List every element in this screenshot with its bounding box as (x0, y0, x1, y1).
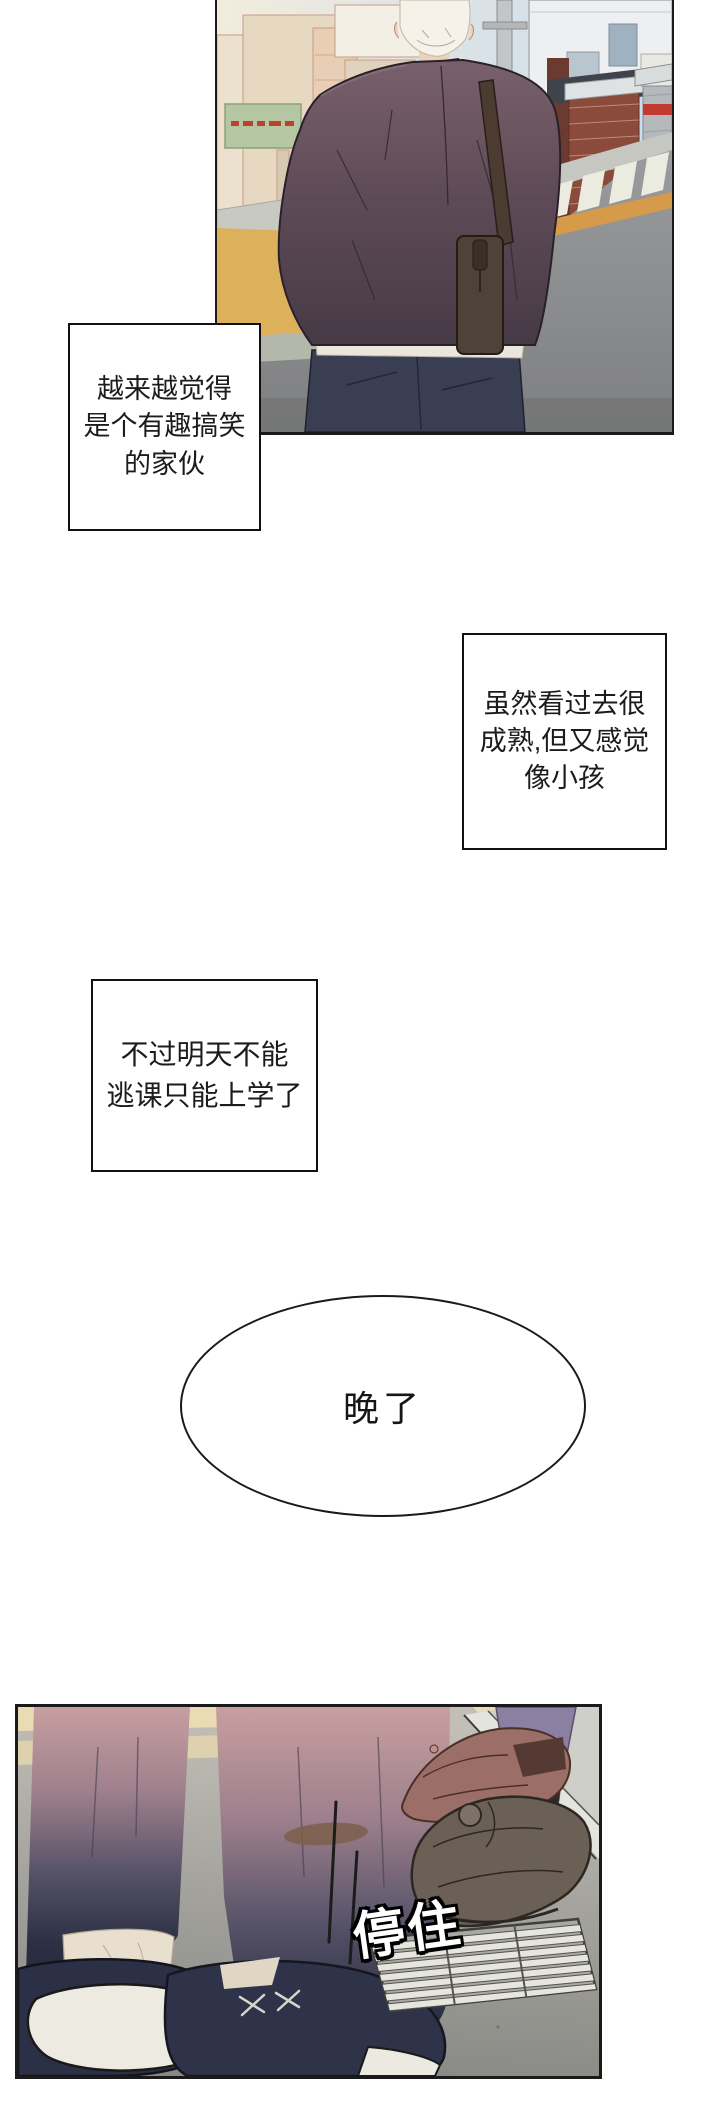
ear-left (394, 21, 400, 39)
right-ankle (220, 1957, 280, 1989)
thought-box-2: 虽然看过去很 成熟,但又感觉 像小孩 (462, 633, 667, 850)
shoelaces (238, 1989, 301, 2017)
speed-lines (327, 1800, 359, 1965)
man-walking-away (277, 0, 562, 432)
green-signboard (224, 103, 302, 149)
panel-street-scene (215, 0, 674, 435)
ear-right (468, 23, 474, 41)
bag-strap (478, 79, 514, 247)
trousers (304, 349, 526, 432)
thought-box-1: 越来越觉得 是个有趣搞笑 的家伙 (68, 323, 261, 531)
feet-scene-illustration (18, 1707, 599, 2076)
mauve-sneaker-patch (513, 1737, 566, 1777)
thought-box-2-text: 虽然看过去很 成熟,但又感觉 像小孩 (479, 688, 650, 794)
panel-feet-scene (15, 1704, 602, 2079)
left-leg (26, 1707, 190, 1976)
thought-box-3-text: 不过明天不能 逃课只能上学了 (106, 1038, 303, 1111)
sneaker-heel-tab (458, 1803, 482, 1827)
sfx-text: 停住 (349, 1894, 467, 1968)
right-shoe-sole (356, 2045, 442, 2076)
thought-box-1-text: 越来越觉得 是个有趣搞笑 的家伙 (83, 374, 246, 479)
suit-jacket (277, 58, 562, 346)
other-person-feet (401, 1707, 592, 1928)
speech-bubble-text: 晚了 (342, 1388, 423, 1429)
shoulder-bag (456, 235, 504, 355)
drain-grate (368, 1917, 598, 2013)
thought-box-3: 不过明天不能 逃课只能上学了 (91, 979, 318, 1172)
street-scene-illustration (217, 0, 672, 432)
speech-bubble-oval: 晚了 (180, 1295, 586, 1517)
manhole-shadow (284, 1822, 368, 1846)
taupe-sneaker (410, 1795, 592, 1928)
navy-sneakers (18, 1957, 447, 2076)
